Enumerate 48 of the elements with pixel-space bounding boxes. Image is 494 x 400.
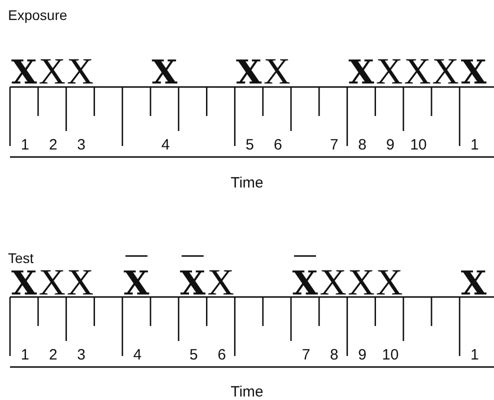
- tick-number: 1: [20, 348, 30, 362]
- panel-title: Test: [8, 251, 34, 265]
- x-mark: X: [11, 56, 37, 88]
- x-mark: X: [376, 54, 403, 90]
- x-mark: X: [66, 264, 94, 302]
- tick-number: 8: [330, 348, 338, 362]
- x-mark: X: [404, 54, 431, 90]
- x-mark: X: [11, 266, 37, 300]
- x-mark: X: [348, 56, 374, 88]
- x-mark: X: [152, 56, 178, 88]
- x-mark: X: [348, 264, 375, 302]
- x-mark: X: [124, 266, 150, 300]
- tick-number: 9: [386, 138, 395, 152]
- tick-number: 2: [48, 348, 58, 362]
- x-mark: X: [264, 54, 290, 90]
- tick-number: 10: [382, 348, 399, 362]
- x-mark: X: [460, 56, 486, 88]
- x-mark: X: [207, 264, 234, 302]
- tick-number: 7: [302, 348, 310, 362]
- tick-number: 4: [161, 138, 170, 152]
- x-mark: X: [292, 266, 318, 300]
- tick-number: 9: [358, 348, 366, 362]
- x-mark: X: [432, 54, 459, 90]
- x-mark: X: [236, 56, 262, 88]
- panel-title: Exposure: [8, 8, 68, 22]
- tick-number: 3: [77, 348, 86, 362]
- x-mark: X: [38, 264, 66, 302]
- tick-number: 2: [48, 138, 58, 152]
- tick-number: 6: [218, 348, 226, 362]
- tick-number: 7: [330, 138, 338, 152]
- tick-number: 1: [470, 348, 479, 362]
- tick-number: 5: [189, 348, 198, 362]
- tick-number: 8: [358, 138, 366, 152]
- tick-number: 6: [274, 138, 282, 152]
- x-mark: X: [180, 266, 206, 300]
- tick-number: 5: [246, 138, 254, 152]
- x-mark: X: [66, 54, 94, 90]
- x-mark: X: [376, 264, 403, 302]
- tick-number: 4: [133, 348, 142, 362]
- x-mark: X: [460, 266, 486, 300]
- tick-number: 10: [410, 138, 427, 152]
- x-mark: X: [320, 264, 346, 302]
- x-mark: X: [38, 54, 66, 90]
- tick-number: 3: [77, 138, 86, 152]
- axis-label: Time: [230, 176, 264, 190]
- tick-number: 1: [470, 138, 479, 152]
- tick-number: 1: [20, 138, 30, 152]
- axis-label: Time: [230, 384, 264, 400]
